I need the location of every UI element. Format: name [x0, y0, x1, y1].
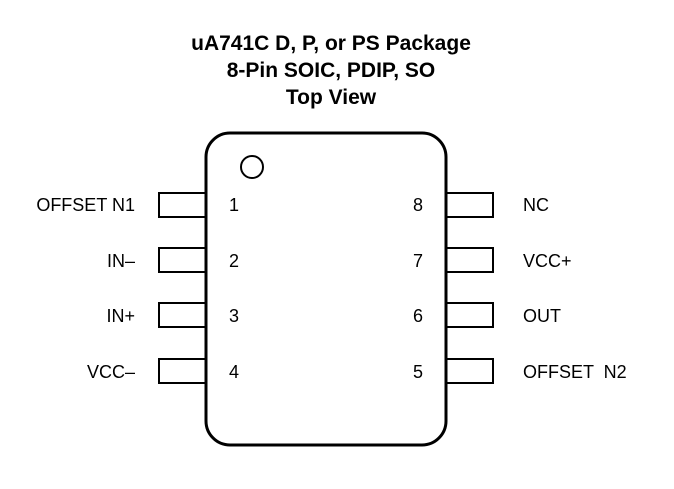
pin-lead-4	[158, 358, 207, 384]
pin-label-5: OFFSET N2	[523, 362, 627, 382]
pin-1-indicator-dot	[240, 155, 264, 179]
pin-number-7: 7	[412, 251, 423, 271]
diagram-title-line-3: Top View	[285, 86, 377, 109]
pin-label-1: OFFSET N1	[36, 195, 135, 215]
pin-lead-5	[445, 358, 494, 384]
pin-lead-3	[158, 302, 207, 328]
diagram-title-line-1: uA741C D, P, or PS Package	[191, 32, 471, 55]
pin-number-6: 6	[412, 306, 423, 326]
package-body	[204, 131, 448, 447]
pin-label-8: NC	[523, 195, 549, 215]
pin-number-5: 5	[412, 362, 423, 382]
pin-number-8: 8	[412, 195, 423, 215]
pin-lead-2	[158, 247, 207, 273]
pin-label-4: VCC–	[86, 362, 135, 382]
pin-lead-8	[445, 192, 494, 218]
pin-lead-1	[158, 192, 207, 218]
pin-label-7: VCC+	[523, 251, 572, 271]
pin-label-3: IN+	[106, 306, 135, 326]
pin-number-4: 4	[228, 362, 239, 382]
pin-number-1: 1	[228, 195, 239, 215]
diagram-title-line-2: 8-Pin SOIC, PDIP, SO	[226, 59, 436, 82]
pin-lead-7	[445, 247, 494, 273]
pin-lead-6	[445, 302, 494, 328]
pin-label-2: IN–	[106, 251, 135, 271]
pin-label-6: OUT	[523, 306, 561, 326]
pin-number-3: 3	[228, 306, 239, 326]
pin-number-2: 2	[228, 251, 239, 271]
